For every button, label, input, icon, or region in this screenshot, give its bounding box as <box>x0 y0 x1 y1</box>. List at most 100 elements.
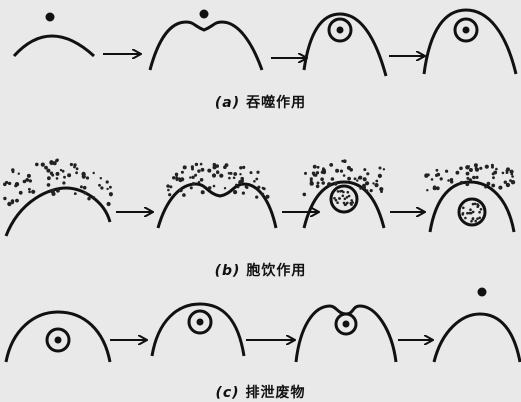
droplet-dot <box>310 179 312 181</box>
vesicle-droplet-dot <box>344 198 347 201</box>
vesicle-droplet-dot <box>464 217 467 220</box>
vesicle-droplet-dot <box>336 201 339 204</box>
droplet-dot <box>485 165 489 169</box>
droplet-dot <box>378 174 382 178</box>
droplet-dot <box>363 168 366 171</box>
droplet-dot <box>201 168 205 172</box>
droplet-dot <box>447 179 450 182</box>
droplet-dot <box>179 188 183 192</box>
droplet-dot <box>233 177 236 180</box>
droplet-dot <box>331 177 335 181</box>
droplet-dot <box>194 174 197 177</box>
droplet-dot <box>479 167 482 170</box>
droplet-dot <box>375 180 378 183</box>
droplet-dot <box>67 173 71 177</box>
droplet-dot <box>74 192 77 195</box>
droplet-dot <box>98 184 101 187</box>
droplet-dot <box>50 172 53 175</box>
droplet-dot <box>472 176 475 179</box>
droplet-dot <box>445 170 448 173</box>
membrane-a2 <box>150 22 262 70</box>
droplet-dot <box>316 185 320 189</box>
droplet-dot <box>192 182 195 185</box>
droplet-dot <box>436 169 439 172</box>
droplet-dot <box>183 165 187 169</box>
droplet-dot <box>304 172 307 175</box>
droplet-dot <box>49 160 53 164</box>
droplet-dot <box>427 173 430 176</box>
droplet-dot <box>343 174 346 177</box>
droplet-dot <box>47 176 51 180</box>
droplet-dot <box>208 186 212 190</box>
droplet-dot <box>437 173 441 177</box>
droplet-dot <box>7 202 11 206</box>
droplet-dot <box>380 190 383 193</box>
droplet-dot <box>56 172 60 176</box>
vesicle-droplet-dot <box>466 212 469 215</box>
droplet-dot <box>80 185 83 188</box>
droplet-dot <box>506 171 509 174</box>
droplet-dot <box>63 176 66 179</box>
droplet-dot <box>347 166 351 170</box>
droplet-dot <box>358 177 360 179</box>
droplet-dot <box>27 174 31 178</box>
droplet-dot <box>76 167 79 170</box>
caption-label: 排泄废物 <box>246 385 306 401</box>
droplet-dot <box>47 183 51 187</box>
caption-phagocytosis: (a)吞噬作用 <box>0 92 521 112</box>
droplet-dot <box>253 180 256 183</box>
droplet-dot <box>356 179 358 181</box>
droplet-dot <box>178 177 181 180</box>
droplet-dot <box>55 159 58 162</box>
droplet-dot <box>316 171 319 174</box>
droplet-dot <box>189 176 191 178</box>
droplet-dot <box>456 171 460 175</box>
droplet-dot <box>60 169 62 171</box>
droplet-dot <box>475 176 478 179</box>
droplet-dot <box>107 202 111 206</box>
droplet-dot <box>374 183 378 187</box>
droplet-dot <box>245 185 248 188</box>
vesicle-droplet-dot <box>350 199 353 202</box>
droplet-dot <box>224 187 226 189</box>
droplet-dot <box>11 201 14 204</box>
droplet-dot <box>313 165 317 169</box>
droplet-dot <box>379 167 382 170</box>
droplet-dot <box>82 175 86 179</box>
droplet-dot <box>100 186 103 189</box>
droplet-dot <box>250 171 253 174</box>
vesicle-droplet-dot <box>472 218 475 221</box>
droplet-dot <box>56 189 60 193</box>
vesicle-droplet-dot <box>461 213 464 216</box>
droplet-dot <box>334 182 338 186</box>
droplet-dot <box>3 197 6 200</box>
droplet-dot <box>191 176 194 179</box>
droplet-dot <box>50 189 54 193</box>
droplet-dot <box>320 177 324 181</box>
droplet-dot <box>322 167 325 170</box>
droplet-dot <box>109 186 112 189</box>
droplet-dot <box>440 177 443 180</box>
droplet-dot <box>511 173 514 176</box>
caption-excretion: (c) 排泄废物 <box>0 382 521 402</box>
droplet-dot <box>303 193 307 197</box>
droplet-dot <box>106 180 109 183</box>
caption-tag: (c) <box>215 385 239 401</box>
droplet-dot <box>200 178 204 182</box>
vesicle-droplet-dot <box>474 220 477 223</box>
particle-a2 <box>200 10 209 19</box>
droplet-dot <box>235 184 237 186</box>
droplet-dot <box>87 197 90 200</box>
row-a-phagocytosis <box>14 10 516 77</box>
droplet-dot <box>73 166 76 169</box>
droplet-dot <box>487 182 491 186</box>
droplet-dot <box>365 181 369 185</box>
droplet-dot <box>28 191 31 194</box>
droplet-dot <box>460 181 463 184</box>
caption-tag: (a) <box>215 95 240 111</box>
droplet-dot <box>341 160 344 163</box>
droplet-dot <box>329 163 333 167</box>
droplet-dot <box>169 185 172 188</box>
caption-label: 胞饮作用 <box>246 263 306 279</box>
droplet-dot <box>450 178 453 181</box>
